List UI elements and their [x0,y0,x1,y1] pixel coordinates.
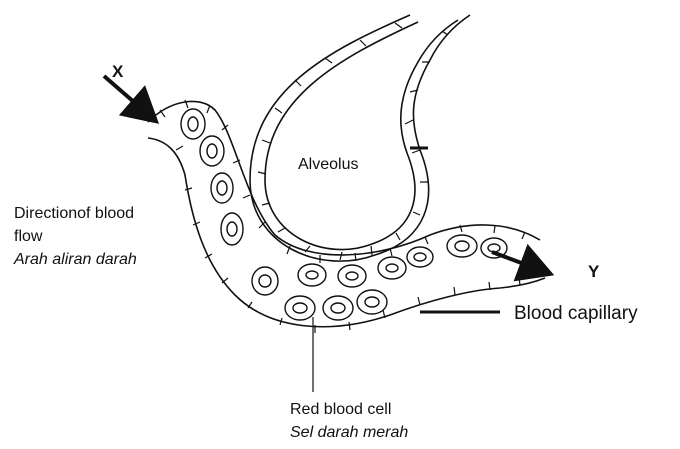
red-blood-cell [407,247,433,267]
direction-label-ms: Arah aliran darah [14,250,137,269]
blood-flow-arrow-out [492,252,543,271]
rbc-label-en: Red blood cell [290,400,391,419]
red-blood-cell [200,136,224,166]
red-blood-cell [211,173,233,203]
blood-flow-arrow-in [104,76,150,116]
y-marker-label: Y [588,262,599,282]
direction-label-en-line2: flow [14,227,42,246]
x-marker-label: X [112,62,123,82]
alveolus-wall [250,15,470,261]
red-blood-cell [357,290,387,314]
direction-label-en: Directionof blood [14,204,134,223]
red-blood-cell [221,213,243,245]
alveolus-wall-inner [265,20,458,250]
capillary-label: Blood capillary [514,303,638,326]
red-blood-cell [298,264,326,286]
rbc-label-ms: Sel darah merah [290,423,408,442]
annotations [104,76,543,392]
red-blood-cell [252,267,278,295]
alveolus-label: Alveolus [298,155,358,174]
red-blood-cell [338,265,366,287]
red-blood-cells [181,109,507,320]
capillary-wall-upper [148,101,540,255]
red-blood-cell [378,257,406,279]
red-blood-cell [285,296,315,320]
red-blood-cell [447,235,477,257]
red-blood-cell [323,296,353,320]
red-blood-cell [181,109,205,139]
